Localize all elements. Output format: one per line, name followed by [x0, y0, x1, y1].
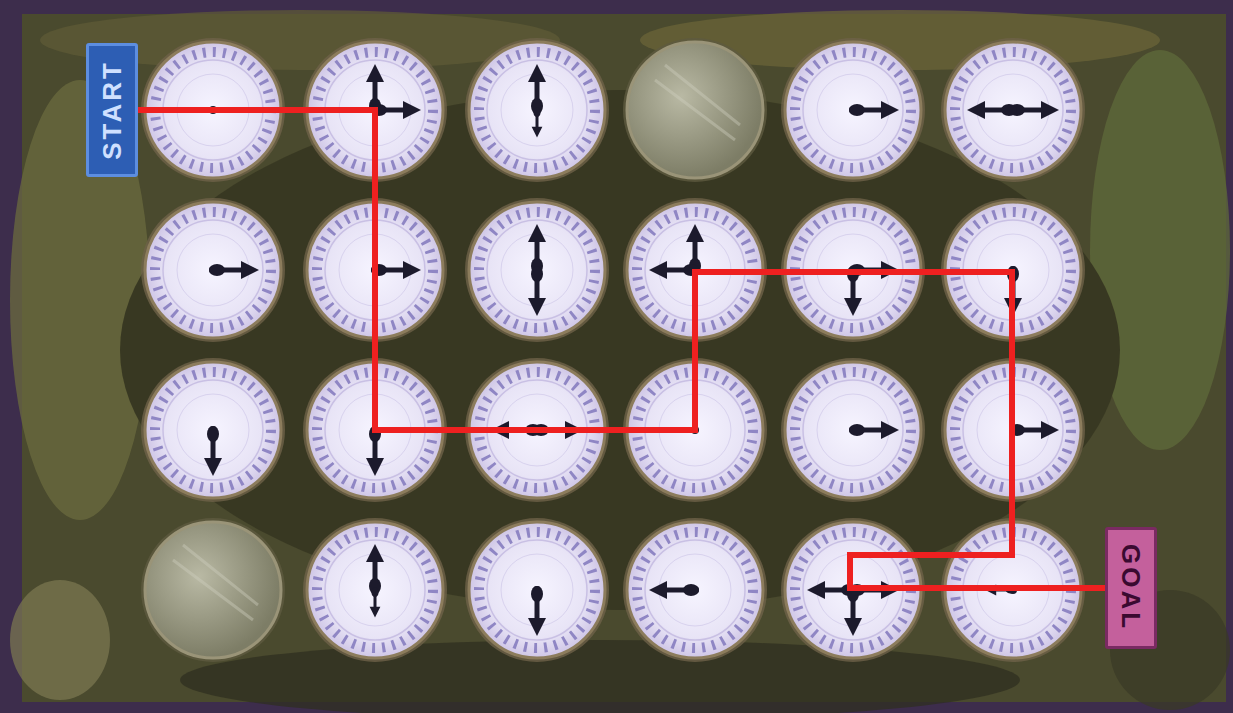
clock [781, 198, 925, 342]
clock [141, 358, 285, 502]
clock-hand [366, 426, 384, 476]
clock [141, 38, 285, 182]
empty-slot [141, 518, 285, 662]
clock-hand [528, 586, 546, 636]
goal-tile: GOAL [1105, 527, 1157, 649]
clock [465, 38, 609, 182]
clock [941, 518, 1085, 662]
clock [465, 198, 609, 342]
clock-hand [491, 421, 541, 439]
clock [303, 38, 447, 182]
clock [141, 198, 285, 342]
clock-hand [967, 101, 1017, 119]
clock-hand [849, 101, 899, 119]
clock-hand [649, 261, 699, 279]
map-ground [22, 14, 1226, 702]
clock [941, 358, 1085, 502]
clock-hand [1004, 266, 1022, 316]
clock [465, 358, 609, 502]
clock-hand [371, 261, 421, 279]
clock [623, 358, 767, 502]
terrain [10, 10, 1230, 713]
clock-grid [141, 38, 1085, 662]
clock-hand [528, 64, 546, 114]
tile-label: START [99, 60, 125, 160]
clock [303, 518, 447, 662]
clock-hand [1009, 421, 1059, 439]
empty-slot [623, 38, 767, 182]
clock-hand [532, 108, 543, 138]
clock [781, 518, 925, 662]
clock-hands [204, 64, 1059, 636]
clock [941, 38, 1085, 182]
clock-hand [649, 581, 699, 599]
clock-hand [849, 261, 899, 279]
clock [781, 358, 925, 502]
clock [465, 518, 609, 662]
clock-hand [366, 544, 384, 594]
clock [781, 38, 925, 182]
clock-hand [528, 266, 546, 316]
clock-hand [985, 585, 1015, 596]
clock-hand [204, 426, 222, 476]
clock [623, 198, 767, 342]
clock-hand [849, 421, 899, 439]
start-tile: START [86, 43, 138, 177]
clock [623, 518, 767, 662]
clock [303, 198, 447, 342]
solution-path [138, 110, 1105, 588]
clock [303, 358, 447, 502]
clock-hand [370, 588, 381, 618]
tile-label: GOAL [1118, 544, 1144, 631]
clock-hand [209, 261, 259, 279]
clock-hand [849, 581, 899, 599]
clock-hand [371, 101, 421, 119]
clock [941, 198, 1085, 342]
